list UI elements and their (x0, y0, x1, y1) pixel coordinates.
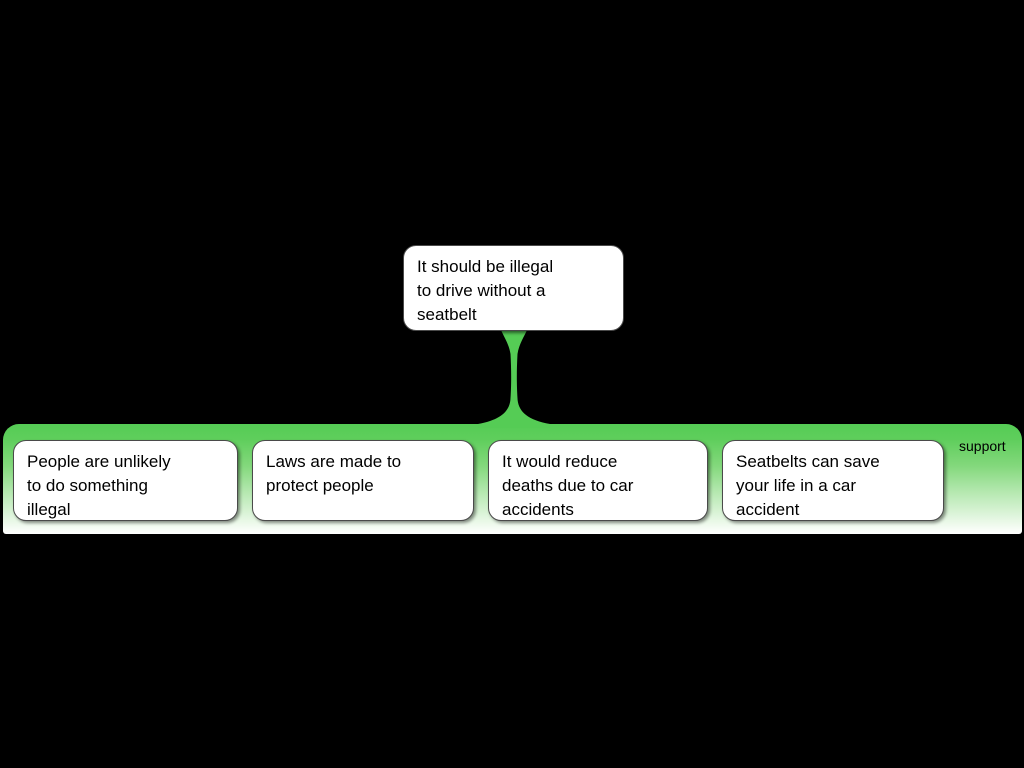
support-connector (478, 328, 550, 428)
premise-node-4[interactable]: Seatbelts can save your life in a car ac… (722, 440, 944, 521)
claim-node-text: It should be illegal to drive without a … (417, 257, 554, 324)
premise-node-text: Laws are made to protect people (266, 452, 402, 495)
premise-node-text: It would reduce deaths due to car accide… (502, 452, 634, 519)
premise-node-text: Seatbelts can save your life in a car ac… (736, 452, 880, 519)
claim-node[interactable]: It should be illegal to drive without a … (403, 245, 624, 331)
premise-node-2[interactable]: Laws are made to protect people (252, 440, 474, 521)
premise-node-text: People are unlikely to do something ille… (27, 452, 171, 519)
premise-node-3[interactable]: It would reduce deaths due to car accide… (488, 440, 708, 521)
premise-node-1[interactable]: People are unlikely to do something ille… (13, 440, 238, 521)
relation-label-support: support (959, 438, 1006, 454)
